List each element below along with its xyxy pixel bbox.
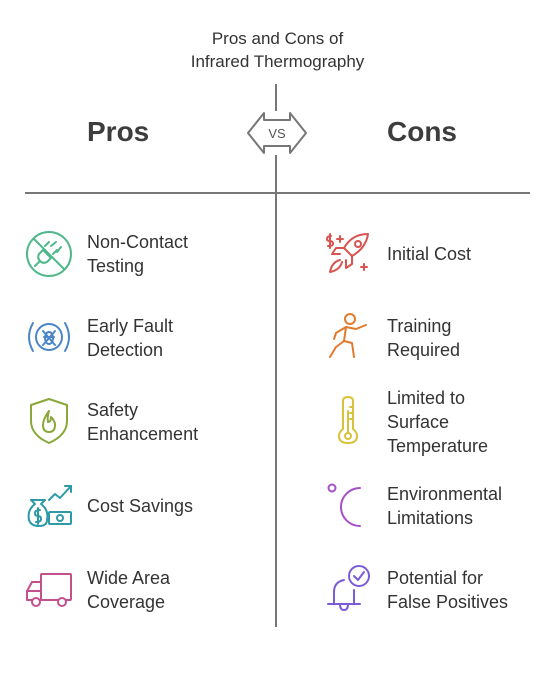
cons-heading: Cons (387, 116, 457, 147)
no-plug-icon (26, 231, 72, 277)
con-label-environmental: Environmental Limitations (387, 484, 503, 528)
divider-vertical-top (275, 84, 277, 111)
truck-icon (26, 573, 72, 607)
con-label-limited-surface: Limited to Surface Temperature (387, 388, 489, 456)
bell-check-icon (327, 565, 370, 611)
con-label-initial-cost: Initial Cost (387, 244, 472, 264)
divider-vertical (275, 155, 277, 627)
divider-horizontal (25, 192, 530, 194)
moon-circle-icon (327, 483, 361, 527)
diagram-title: Pros and Cons of Infrared Thermography (0, 27, 555, 73)
target-bug-icon (28, 322, 70, 352)
vs-double-arrow-icon: VS (247, 112, 307, 154)
con-label-false-positives: Potential for False Positives (387, 568, 509, 612)
pro-label-non-contact: Non-Contact Testing (87, 232, 189, 276)
shield-flame-icon (30, 398, 68, 444)
rocket-money-icon (326, 233, 369, 273)
pro-label-cost-savings: Cost Savings (87, 496, 194, 516)
title-line-2: Infrared Thermography (190, 52, 365, 71)
vs-label: VS (268, 126, 286, 141)
pro-label-safety: Safety Enhancement (87, 400, 199, 444)
pro-label-early-fault: Early Fault Detection (87, 316, 174, 360)
con-label-training: Training Required (387, 316, 461, 360)
person-exercise-icon (329, 313, 367, 358)
pro-label-wide-area: Wide Area Coverage (87, 568, 171, 612)
money-savings-icon (27, 485, 72, 527)
pros-heading: Pros (87, 116, 150, 147)
thermometer-icon (338, 396, 358, 444)
title-line-1: Pros and Cons of (211, 29, 344, 48)
